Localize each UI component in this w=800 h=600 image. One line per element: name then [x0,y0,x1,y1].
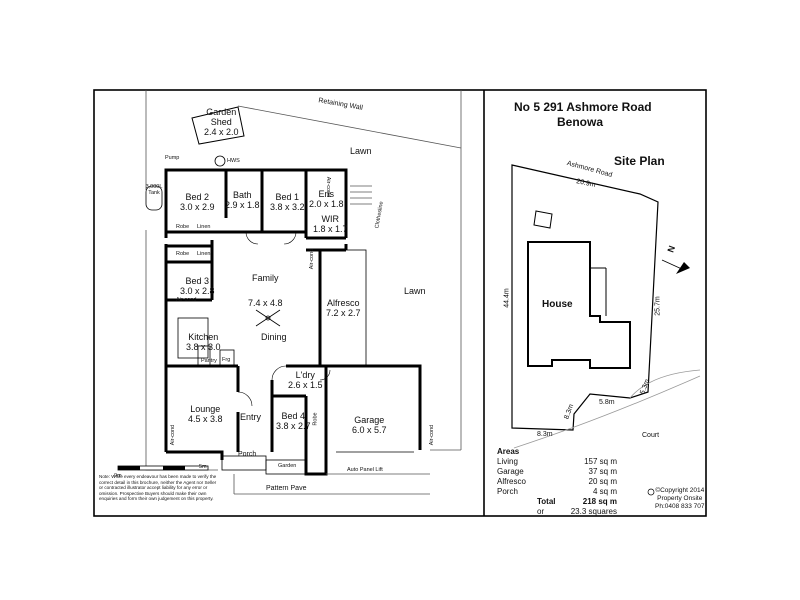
room-alfresco: Alfresco 7.2 x 2.7 [326,298,361,318]
copyright-icon [647,488,655,496]
water-tank [145,185,163,211]
kitchen-bench [177,317,209,359]
retaining-wall [237,105,462,149]
hws-label: HWS [227,158,240,164]
room-wir: WIR 1.8 x 1.7 [313,214,348,234]
room-dining: Dining [261,332,287,342]
address-title: No 5 291 Ashmore Road [514,100,652,114]
areas-heading: Areas [497,447,520,456]
room-kitchen: Kitchen 3.8 x 3.0 [186,332,221,352]
room-bed-4: Bed 4 3.8 x 2.7 [276,411,311,431]
pantry [197,345,211,367]
north-arrow-icon [661,259,690,274]
room-bed-1: Bed 1 3.8 x 3.2 [270,192,305,212]
court-road [513,375,701,449]
site-house-label: House [542,299,573,310]
site-dim-left: 44.4m [503,288,511,308]
room-garden-shed: Garden Shed 2.4 x 2.0 [204,107,239,137]
garden-shed [191,106,245,145]
pattern-pave-label: Pattern Pave [266,485,307,492]
copyright-block: ©Copyright 2014 Property Onsite Ph:0408 … [655,487,705,510]
room-bed-3: Bed 3 3.0 x 2.8 [180,276,215,296]
site-dim-right: 25.7m [654,296,662,316]
room-family: Family [252,273,279,283]
aircond-lounge: Air-cond [170,424,177,446]
aircond-bed3: Air-cond [176,297,197,303]
door-swings [237,231,331,407]
linen-2-label: Linen [197,251,211,257]
room-ens: Ens 2.0 x 1.8 [309,189,344,209]
site-dim-bottom: 8.3m [537,431,553,438]
scale-0-label: 0m [114,473,122,479]
aircond-bed1: Air-cond [325,176,332,198]
suburb-title: Benowa [557,115,604,129]
site-shed [533,210,553,229]
robe-3-label: Robe [312,412,319,426]
garden-bed [265,459,307,475]
pantry-label: Pantry [201,358,217,364]
site-boundary [511,164,659,431]
room-family-size: 7.4 x 4.8 [248,298,283,308]
room-garage: Garage 6.0 x 5.7 [352,415,387,435]
garden-label: Garden [278,463,297,469]
robe-2-label: Robe [176,251,190,257]
court-label: Court [642,432,660,439]
room-entry: Entry [240,412,262,422]
disclaimer: Note: While every endeavour has been mad… [99,474,217,502]
lawn-top-label: Lawn [350,146,372,156]
room-laundry: L'dry 2.6 x 1.5 [288,370,323,390]
tank-label: 3,000L Tank [145,184,163,196]
frame [93,89,707,517]
house-walls [164,168,422,476]
room-bed-2: Bed 2 3.0 x 2.9 [180,192,215,212]
auto-panel-lift-label: Auto Panel Lift [347,467,383,473]
linen-1-label: Linen [197,224,211,230]
site-plan-heading: Site Plan [614,154,665,168]
scale-5-label: 5m [199,464,207,470]
room-lounge: Lounge 4.5 x 3.8 [188,404,223,424]
site-dim-r3: 5.8m [599,399,615,406]
alfresco-slab [319,249,367,367]
aircond-garage: Air-cond [429,424,436,446]
fridge [219,349,235,367]
aircond-family: Air-cond [309,248,316,270]
lawn-right-label: Lawn [404,286,426,296]
hws [214,155,226,167]
porch-label: Porch [238,451,257,458]
room-bath: Bath 2.9 x 1.8 [225,190,260,210]
fridge-label: Frg [222,357,231,363]
robe-1-label: Robe [176,224,190,230]
ceiling-fan-icon [255,309,281,327]
scale-bar [117,465,209,471]
pump-label: Pump [165,155,180,161]
site-house-footprint [527,241,631,369]
